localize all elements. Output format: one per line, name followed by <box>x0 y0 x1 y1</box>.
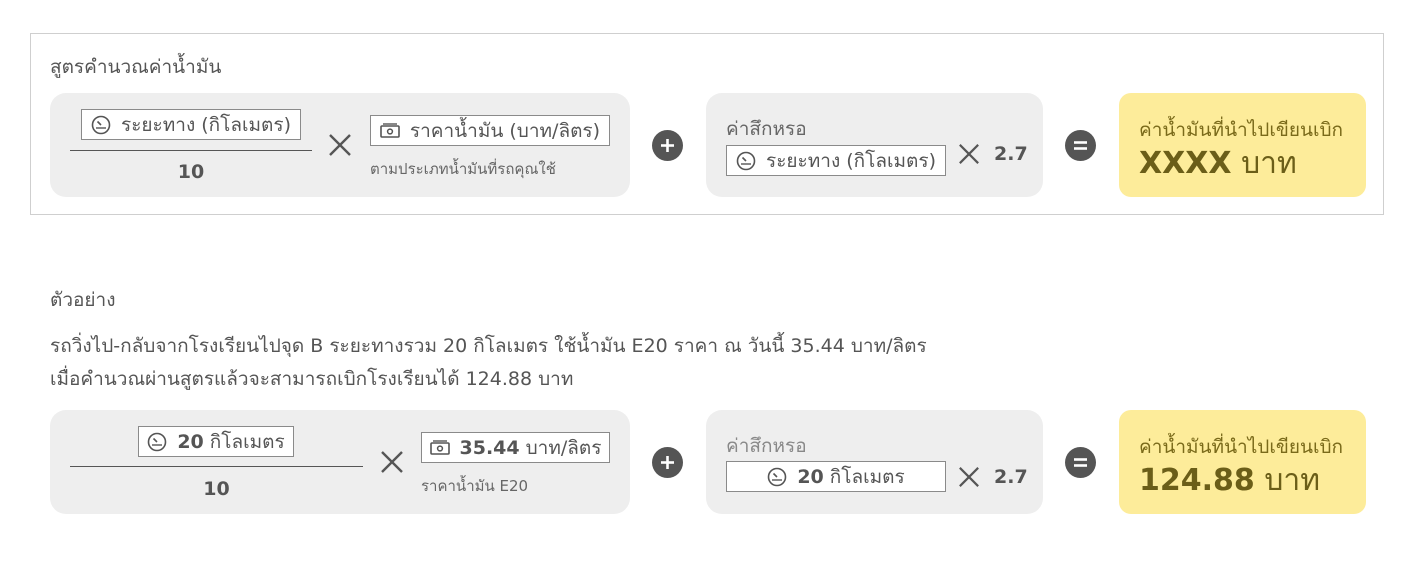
example-line-2: เมื่อคำนวณผ่านสูตรแล้วจะสามารถเบิกโรงเรี… <box>50 368 574 390</box>
distance-label: ระยะทาง (กิโลเมตร) <box>121 113 291 136</box>
fraction-line <box>70 466 363 467</box>
speedometer-icon <box>147 432 167 452</box>
fuel-price-label: ราคาน้ำมัน (บาท/ลิตร) <box>409 119 601 142</box>
example-result-unit: บาท <box>1264 463 1320 498</box>
result-value: XXXX บาท <box>1139 140 1297 187</box>
formula-title: สูตรคำนวณค่าน้ำมัน <box>50 56 222 78</box>
fuel-price-field: ราคาน้ำมัน (บาท/ลิตร) <box>370 115 610 146</box>
result-card <box>1119 93 1366 197</box>
example-price-unit: บาท/ลิตร <box>525 436 602 459</box>
result-amount: XXXX <box>1139 146 1232 181</box>
example-wear-label: ค่าสึกหรอ <box>726 435 807 457</box>
result-unit: บาท <box>1241 146 1297 181</box>
example-wear-distance-field: 20 กิโลเมตร <box>726 461 946 492</box>
multiply-icon <box>958 466 980 492</box>
example-result-value: 124.88 บาท <box>1139 457 1320 504</box>
plus-circle-icon <box>652 130 683 161</box>
example-price-value: 35.44 <box>459 436 520 459</box>
multiply-icon <box>380 450 404 478</box>
example-distance-field: 20 กิโลเมตร <box>138 426 294 457</box>
example-title: ตัวอย่าง <box>50 289 116 311</box>
wear-label: ค่าสึกหรอ <box>726 118 807 140</box>
divisor: 10 <box>177 161 205 183</box>
equals-circle-icon <box>1065 130 1096 161</box>
example-distance-unit: กิโลเมตร <box>209 430 285 453</box>
example-wear-factor: 2.7 <box>994 466 1028 488</box>
example-wear-distance-value: 20 <box>797 465 824 488</box>
banknote-icon <box>429 439 450 456</box>
example-price-note: ราคาน้ำมัน E20 <box>421 477 529 495</box>
wear-distance-label: ระยะทาง (กิโลเมตร) <box>766 149 936 172</box>
example-result-label: ค่าน้ำมันที่นำไปเขียนเบิก <box>1139 436 1344 458</box>
example-distance-value: 20 <box>177 430 204 453</box>
wear-factor: 2.7 <box>994 143 1028 165</box>
wear-distance-field: ระยะทาง (กิโลเมตร) <box>726 145 946 176</box>
example-result-amount: 124.88 <box>1139 463 1255 498</box>
multiply-icon <box>328 133 352 161</box>
distance-field: ระยะทาง (กิโลเมตร) <box>81 109 301 140</box>
example-divisor: 10 <box>203 478 230 500</box>
example-line-1: รถวิ่งไป-กลับจากโรงเรียนไปจุด B ระยะทางร… <box>50 335 927 357</box>
speedometer-icon <box>767 467 787 487</box>
example-fuel-price-field: 35.44 บาท/ลิตร <box>421 432 610 463</box>
fuel-price-note: ตามประเภทน้ำมันที่รถคุณใช้ <box>370 160 556 178</box>
example-result-card <box>1119 410 1366 514</box>
example-wear-distance-unit: กิโลเมตร <box>829 465 905 488</box>
speedometer-icon <box>736 151 756 171</box>
fraction-line <box>70 150 312 151</box>
equals-circle-icon <box>1065 447 1096 478</box>
speedometer-icon <box>91 115 111 135</box>
formula-frame <box>30 33 1384 215</box>
result-label: ค่าน้ำมันที่นำไปเขียนเบิก <box>1139 119 1344 141</box>
plus-circle-icon <box>652 447 683 478</box>
banknote-icon <box>380 122 400 139</box>
multiply-icon <box>958 143 980 169</box>
